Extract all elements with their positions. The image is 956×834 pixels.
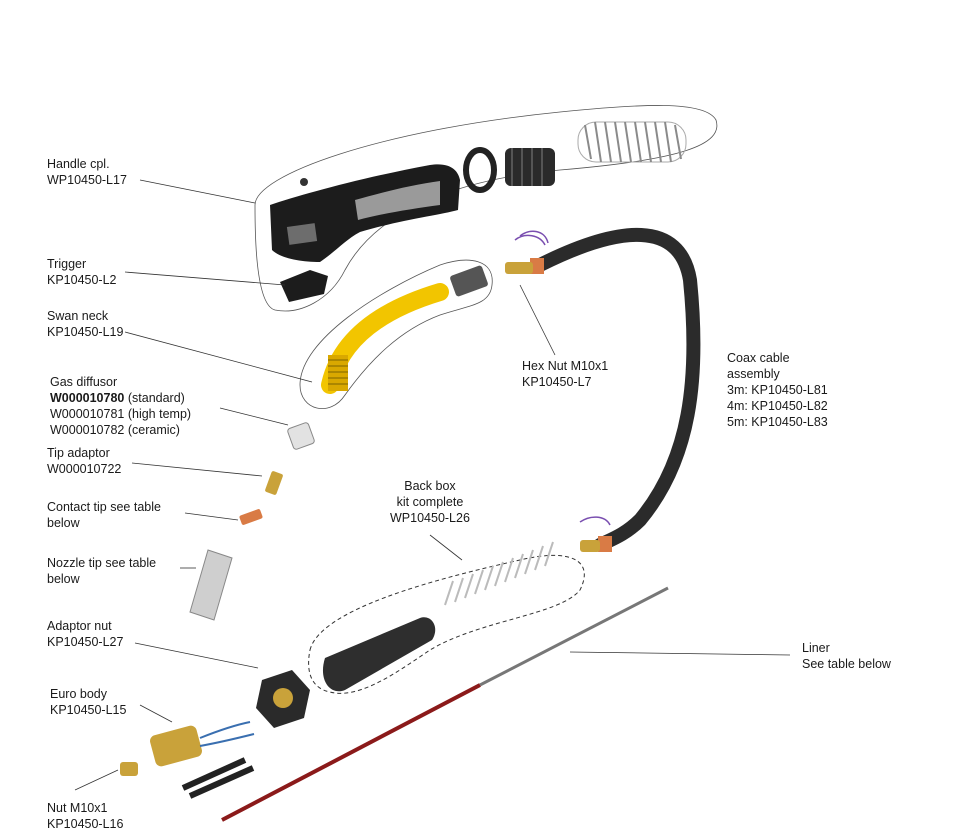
label-nut-m10-name: Nut M10x1 xyxy=(47,801,108,815)
back-box-spring xyxy=(444,541,554,606)
cable-wires-bottom xyxy=(579,516,611,526)
cable-end-top xyxy=(505,262,533,274)
label-tip-adaptor-code: W000010722 xyxy=(47,462,122,476)
label-coax-cable-line2: assembly xyxy=(727,367,780,381)
label-coax-cable-3m: 3m: KP10450-L81 xyxy=(727,383,828,397)
label-gas-diffusor-high-temp: W000010781 (high temp) xyxy=(50,407,192,421)
label-trigger-code: KP10450-L2 xyxy=(47,273,117,287)
handle-group-outline xyxy=(254,105,718,312)
label-hex-nut-code: KP10450-L7 xyxy=(522,375,592,389)
label-liner-line1: Liner xyxy=(802,641,830,655)
label-gas-diffusor-standard: W000010780 (standard) xyxy=(50,390,191,406)
nut-m10 xyxy=(120,762,138,776)
label-adaptor-nut-code: KP10450-L27 xyxy=(47,635,124,649)
label-liner: Liner See table below xyxy=(802,640,891,672)
swan-neck-thread xyxy=(328,355,348,391)
rod-1 xyxy=(181,757,247,791)
label-coax-cable-line1: Coax cable xyxy=(727,351,790,365)
label-hex-nut: Hex Nut M10x1 KP10450-L7 xyxy=(522,358,608,390)
back-box-handle xyxy=(322,617,436,692)
label-liner-line2: See table below xyxy=(802,657,891,671)
tip-adaptor xyxy=(265,471,283,495)
rod-2 xyxy=(188,765,255,799)
label-euro-body-code: KP10450-L15 xyxy=(50,703,127,717)
label-nozzle-tip-line1: Nozzle tip see table xyxy=(47,556,157,570)
label-euro-body-name: Euro body xyxy=(50,687,107,701)
label-contact-tip-line2: below xyxy=(47,516,80,530)
cable-band-top xyxy=(530,258,544,274)
label-back-box-line1: Back box xyxy=(404,479,456,493)
label-handle-code: WP10450-L17 xyxy=(47,173,127,187)
label-nozzle-tip-line2: below xyxy=(47,572,80,586)
label-gas-diffusor-ceramic: W000010782 (ceramic) xyxy=(50,423,180,437)
label-euro-body: Euro body KP10450-L15 xyxy=(50,686,126,718)
coax-cable xyxy=(533,227,701,552)
label-gas-diffusor: Gas diffusor W000010780 (standard) W0000… xyxy=(50,374,191,438)
handle-spring xyxy=(577,121,687,163)
nozzle-tip xyxy=(189,549,233,621)
swan-neck-end xyxy=(450,265,488,297)
label-coax-cable-4m: 4m: KP10450-L82 xyxy=(727,399,828,413)
adaptor-nut xyxy=(256,670,310,728)
label-coax-cable-5m: 5m: KP10450-L83 xyxy=(727,415,828,429)
trigger xyxy=(280,270,328,302)
label-back-box: Back box kit complete WP10450-L26 xyxy=(390,478,470,526)
label-back-box-code: WP10450-L26 xyxy=(390,511,470,525)
brand-logo xyxy=(740,95,900,155)
gas-diffusor xyxy=(287,422,315,450)
label-swan-neck: Swan neck KP10450-L19 xyxy=(47,308,123,340)
label-handle: Handle cpl. WP10450-L17 xyxy=(47,156,127,188)
label-trigger-name: Trigger xyxy=(47,257,87,271)
liner-grey xyxy=(479,586,669,687)
label-nut-m10: Nut M10x1 KP10450-L16 xyxy=(47,800,123,832)
label-tip-adaptor-name: Tip adaptor xyxy=(47,446,110,460)
handle-body xyxy=(270,164,460,262)
cable-end-bottom xyxy=(580,540,600,552)
label-nut-m10-code: KP10450-L16 xyxy=(47,817,124,831)
cable-band-bottom xyxy=(598,536,612,552)
label-handle-name: Handle cpl. xyxy=(47,157,110,171)
gas-diffusor-standard-code: W000010780 xyxy=(50,391,125,405)
label-trigger: Trigger KP10450-L2 xyxy=(47,256,117,288)
leader-lines xyxy=(74,179,791,791)
label-adaptor-nut-name: Adaptor nut xyxy=(47,619,112,633)
swan-neck-outline xyxy=(299,259,493,410)
euro-body xyxy=(150,721,255,767)
label-contact-tip-line1: Contact tip see table xyxy=(47,500,161,514)
gas-diffusor-standard-note: (standard) xyxy=(127,391,185,405)
label-coax-cable: Coax cable assembly 3m: KP10450-L81 4m: … xyxy=(727,350,828,430)
handle-threaded-nut xyxy=(505,148,555,186)
handle-ring xyxy=(463,147,497,193)
contact-tip xyxy=(239,509,263,525)
cable-wires-top xyxy=(514,230,549,246)
label-swan-neck-code: KP10450-L19 xyxy=(47,325,124,339)
liner-red xyxy=(221,683,481,822)
label-adaptor-nut: Adaptor nut KP10450-L27 xyxy=(47,618,123,650)
label-gas-diffusor-name: Gas diffusor xyxy=(50,375,118,389)
label-swan-neck-name: Swan neck xyxy=(47,309,109,323)
label-back-box-line2: kit complete xyxy=(396,495,464,509)
label-tip-adaptor: Tip adaptor W000010722 xyxy=(47,445,121,477)
label-nozzle-tip: Nozzle tip see table below xyxy=(47,555,156,587)
label-hex-nut-name: Hex Nut M10x1 xyxy=(522,359,609,373)
label-contact-tip: Contact tip see table below xyxy=(47,499,161,531)
